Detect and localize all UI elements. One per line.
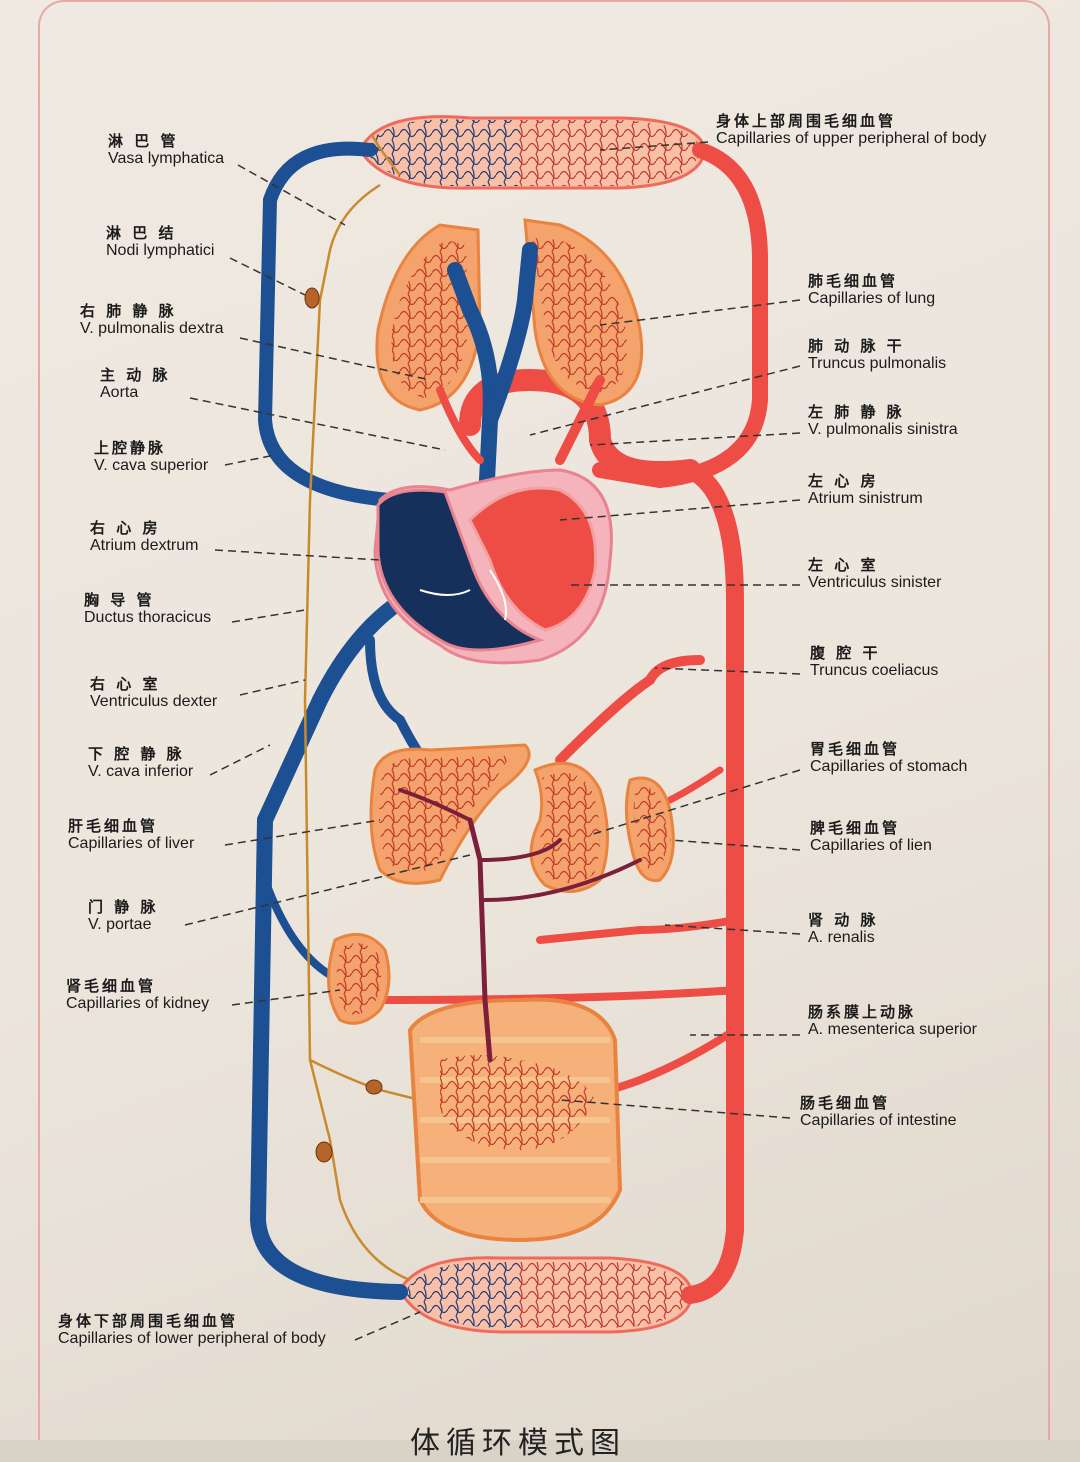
label-capillaries-of-lung: 肺毛细血管 Capillaries of lung bbox=[808, 272, 936, 309]
label-en: Capillaries of lung bbox=[808, 290, 936, 308]
label-en: Vasa lymphatica bbox=[108, 150, 225, 168]
label-zh: 脾毛细血管 bbox=[810, 819, 901, 837]
stomach bbox=[529, 761, 609, 893]
label-zh: 身体上部周围毛细血管 bbox=[716, 112, 897, 130]
lymph-nodes bbox=[304, 287, 383, 1163]
label-en: A. renalis bbox=[808, 929, 875, 947]
label-v-cava-superior: 上腔静脉 V. cava superior bbox=[94, 439, 209, 476]
label-en: A. mesenterica superior bbox=[808, 1021, 977, 1039]
label-zh: 门 静 脉 bbox=[88, 898, 159, 916]
label-capillaries-of-liver: 肝毛细血管 Capillaries of liver bbox=[68, 817, 195, 854]
label-zh: 左 心 房 bbox=[808, 472, 879, 490]
label-zh: 肾 动 脉 bbox=[808, 911, 879, 929]
label-zh: 胃毛细血管 bbox=[810, 740, 901, 758]
label-zh: 左 心 室 bbox=[808, 556, 879, 574]
label-en: V. portae bbox=[88, 916, 152, 934]
label-zh: 身体下部周围毛细血管 bbox=[58, 1312, 239, 1330]
label-v-pulmonalis-dextra: 右 肺 静 脉 V. pulmonalis dextra bbox=[80, 302, 224, 339]
label-zh: 右 肺 静 脉 bbox=[80, 302, 177, 320]
portal-system bbox=[398, 788, 642, 1063]
intestine bbox=[407, 997, 623, 1243]
label-en: Ductus thoracicus bbox=[84, 609, 212, 627]
label-zh: 肺毛细血管 bbox=[808, 272, 899, 290]
label-en: Atrium sinistrum bbox=[808, 490, 923, 508]
label-en: Truncus pulmonalis bbox=[808, 355, 947, 373]
label-capillaries-of-kidney: 肾毛细血管 Capillaries of kidney bbox=[66, 977, 210, 1014]
label-v-portae: 门 静 脉 V. portae bbox=[88, 898, 159, 935]
label-en: Capillaries of upper peripheral of body bbox=[716, 130, 987, 148]
label-en: Nodi lymphatici bbox=[106, 242, 215, 260]
label-zh: 肾毛细血管 bbox=[66, 977, 157, 995]
spleen bbox=[624, 776, 675, 883]
label-capillaries-of-lien: 脾毛细血管 Capillaries of lien bbox=[810, 819, 932, 856]
label-en: Capillaries of liver bbox=[68, 835, 195, 853]
leader-lines bbox=[184, 141, 801, 1341]
label-ductus-thoracicus: 胸 导 管 Ductus thoracicus bbox=[84, 591, 212, 628]
label-capillaries-of-stomach: 胃毛细血管 Capillaries of stomach bbox=[810, 740, 968, 777]
label-en: Capillaries of kidney bbox=[66, 995, 210, 1013]
label-zh: 上腔静脉 bbox=[94, 439, 167, 457]
label-atrium-sinistrum: 左 心 房 Atrium sinistrum bbox=[808, 472, 923, 509]
heart bbox=[373, 468, 613, 665]
venous-loop bbox=[249, 141, 445, 1300]
label-capillaries-of-lower-peripheral: 身体下部周围毛细血管 Capillaries of lower peripher… bbox=[58, 1312, 326, 1349]
label-aorta: 主 动 脉 Aorta bbox=[100, 366, 171, 403]
label-en: Truncus coeliacus bbox=[810, 662, 939, 680]
label-en: Ventriculus dexter bbox=[90, 693, 218, 711]
lungs bbox=[375, 218, 644, 412]
label-en: Capillaries of stomach bbox=[810, 758, 968, 776]
label-v-cava-inferior: 下 腔 静 脉 V. cava inferior bbox=[88, 745, 194, 782]
label-truncus-coeliacus: 腹 腔 干 Truncus coeliacus bbox=[810, 644, 939, 681]
label-capillaries-of-upper-peripheral: 身体上部周围毛细血管 Capillaries of upper peripher… bbox=[716, 112, 987, 149]
label-zh: 主 动 脉 bbox=[100, 366, 171, 384]
page-border bbox=[38, 0, 1050, 1440]
lower-peripheral-capillaries bbox=[398, 1256, 694, 1334]
label-zh: 肺 动 脉 干 bbox=[808, 337, 905, 355]
label-truncus-pulmonalis: 肺 动 脉 干 Truncus pulmonalis bbox=[808, 337, 947, 374]
label-ventriculus-sinister: 左 心 室 Ventriculus sinister bbox=[808, 556, 942, 593]
label-zh: 胸 导 管 bbox=[84, 591, 155, 609]
label-atrium-dextrum: 右 心 房 Atrium dextrum bbox=[90, 519, 199, 556]
label-en: Aorta bbox=[100, 384, 139, 402]
label-zh: 右 心 室 bbox=[90, 675, 161, 693]
kidney bbox=[327, 932, 391, 1025]
label-en: V. pulmonalis sinistra bbox=[808, 421, 958, 439]
label-zh: 腹 腔 干 bbox=[810, 644, 881, 662]
label-zh: 淋 巴 管 bbox=[108, 132, 179, 150]
label-en: Capillaries of intestine bbox=[800, 1112, 957, 1130]
label-en: V. pulmonalis dextra bbox=[80, 320, 224, 338]
liver bbox=[369, 743, 531, 885]
label-zh: 肝毛细血管 bbox=[68, 817, 159, 835]
label-zh: 左 肺 静 脉 bbox=[808, 403, 905, 421]
label-capillaries-of-intestine: 肠毛细血管 Capillaries of intestine bbox=[800, 1094, 957, 1131]
label-ventriculus-dexter: 右 心 室 Ventriculus dexter bbox=[90, 675, 218, 712]
pulmonary-vessels bbox=[436, 242, 605, 528]
label-zh: 右 心 房 bbox=[90, 519, 161, 537]
label-zh: 肠系膜上动脉 bbox=[808, 1003, 917, 1021]
label-a-mesenterica-superior: 肠系膜上动脉 A. mesenterica superior bbox=[808, 1003, 977, 1040]
figure-caption: 体循环模式图 bbox=[410, 1426, 626, 1461]
label-en: Capillaries of lower peripheral of body bbox=[58, 1330, 326, 1348]
upper-peripheral-capillaries bbox=[358, 115, 707, 190]
label-en: Ventriculus sinister bbox=[808, 574, 942, 592]
label-en: V. cava inferior bbox=[88, 763, 194, 781]
label-zh: 淋 巴 结 bbox=[106, 224, 177, 242]
label-zh: 下 腔 静 脉 bbox=[88, 745, 185, 763]
label-en: V. cava superior bbox=[94, 457, 209, 475]
label-en: Capillaries of lien bbox=[810, 837, 932, 855]
label-nodi-lymphatici: 淋 巴 结 Nodi lymphatici bbox=[106, 224, 215, 261]
label-a-renalis: 肾 动 脉 A. renalis bbox=[808, 911, 879, 948]
label-zh: 肠毛细血管 bbox=[800, 1094, 891, 1112]
label-vasa-lymphatica: 淋 巴 管 Vasa lymphatica bbox=[108, 132, 225, 169]
label-en: Atrium dextrum bbox=[90, 537, 199, 555]
label-v-pulmonalis-sinistra: 左 肺 静 脉 V. pulmonalis sinistra bbox=[808, 403, 958, 440]
